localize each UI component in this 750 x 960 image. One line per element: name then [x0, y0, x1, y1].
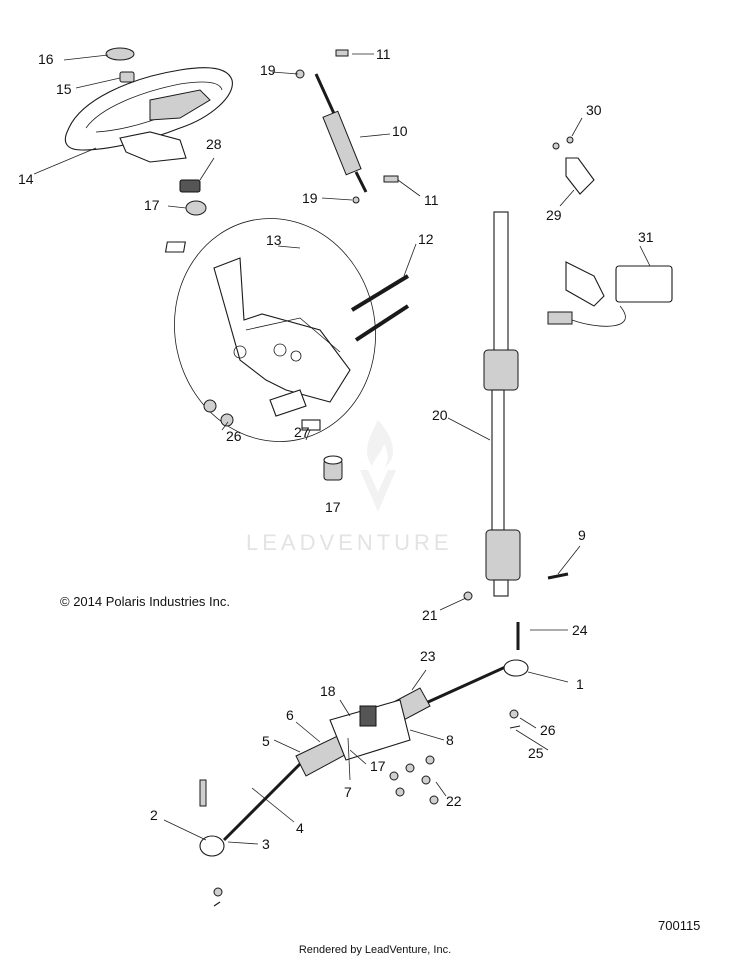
callout-17-top: 17 [144, 197, 160, 213]
callout-22: 22 [446, 793, 462, 809]
callout-labels: 16 15 14 19 11 10 19 11 28 17 13 12 26 2… [18, 46, 654, 852]
callout-11-top: 11 [376, 46, 391, 62]
callout-5: 5 [262, 733, 270, 749]
steering-shaft [483, 211, 521, 597]
callout-1: 1 [576, 676, 584, 692]
callout-4: 4 [296, 820, 304, 836]
callout-19-top: 19 [260, 62, 276, 78]
callout-31: 31 [638, 229, 654, 245]
callout-9: 9 [578, 527, 586, 543]
callout-26-left: 26 [226, 428, 242, 444]
footer-credit: Rendered by LeadVenture, Inc. [298, 944, 452, 956]
callout-27: 27 [294, 424, 310, 440]
callout-20: 20 [432, 407, 448, 423]
pin-25 [509, 725, 521, 729]
callout-21: 21 [422, 607, 438, 623]
nuts-22 [389, 755, 439, 805]
steering-rack [295, 659, 529, 777]
callout-14: 14 [18, 171, 34, 187]
knob-29 [552, 136, 595, 195]
callout-7: 7 [344, 784, 352, 800]
callout-28: 28 [206, 136, 222, 152]
callout-2: 2 [150, 807, 158, 823]
callout-11-bottom: 11 [424, 192, 439, 208]
leader-lines [33, 53, 651, 845]
diagram-number: 700115 [658, 918, 701, 933]
tie-rod [199, 762, 302, 857]
callout-8: 8 [446, 732, 454, 748]
watermark-logo [360, 420, 396, 512]
clip-28 [179, 179, 201, 193]
callout-3: 3 [262, 836, 270, 852]
callout-17-bottom: 17 [370, 758, 386, 774]
callout-25: 25 [528, 745, 544, 761]
callout-23: 23 [420, 648, 436, 664]
bushing-17-top [185, 200, 207, 216]
callout-13: 13 [266, 232, 282, 248]
callout-19-bottom: 19 [302, 190, 318, 206]
callout-30: 30 [586, 102, 602, 118]
callout-24: 24 [572, 622, 588, 638]
switch-31 [547, 261, 673, 327]
copyright-notice: © 2014 Polaris Industries Inc. [60, 594, 230, 609]
callout-17-mid: 17 [325, 499, 341, 515]
callout-26-right: 26 [540, 722, 556, 738]
watermark-text: LEADVENTURE [246, 530, 453, 555]
callout-29: 29 [546, 207, 562, 223]
callout-12: 12 [418, 231, 434, 247]
callout-10: 10 [392, 123, 408, 139]
bolt-9 [547, 572, 569, 580]
callout-16: 16 [38, 51, 54, 67]
steering-damper [295, 49, 399, 204]
bolts-12 [350, 274, 410, 342]
callout-6: 6 [286, 707, 294, 723]
callout-15: 15 [56, 81, 72, 97]
bracket-assembly [164, 218, 376, 442]
nut-26 [509, 709, 519, 719]
bushing-17-bottom [323, 455, 343, 481]
callout-18: 18 [320, 683, 336, 699]
steering-wheel [64, 47, 233, 163]
nut-bottom [213, 887, 223, 907]
